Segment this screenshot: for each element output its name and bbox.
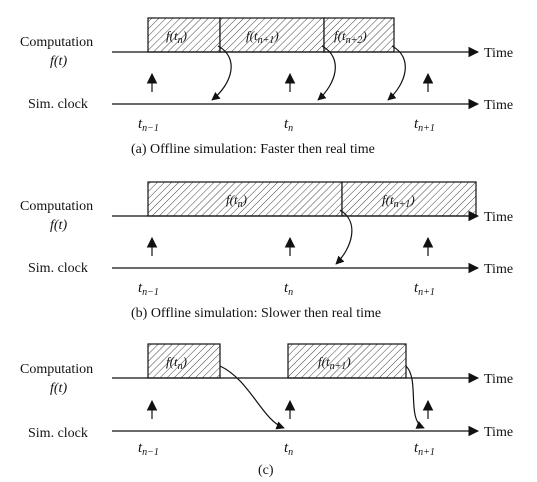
completion-arrow <box>211 45 232 101</box>
completion-arrow <box>335 209 353 265</box>
box-f-tn1 <box>219 17 325 53</box>
sim-clock-label: Sim. clock <box>28 261 88 276</box>
caption-a: (a) Offline simulation: Faster then real… <box>131 142 375 157</box>
panel-c: Computation f(t) Sim. clock f(tn) f(tn+1… <box>20 343 513 478</box>
box-label-f-tn1: f(tn+1) <box>318 354 351 372</box>
time-label: Time <box>484 46 513 61</box>
tick-label-t-prev: tn−1 <box>138 116 159 134</box>
computation-label: Computation <box>20 362 93 377</box>
completion-arrow <box>405 365 425 429</box>
tick-label-t-next: tn+1 <box>414 280 435 298</box>
tick-label-t-n: tn <box>284 440 293 458</box>
computation-fn-label: f(t) <box>50 218 67 233</box>
tick-label-t-n: tn <box>284 280 293 298</box>
panel-a: Computation f(t) Sim. clock f(tn) f(tn+1… <box>20 17 513 157</box>
box-f-tn1 <box>341 181 477 217</box>
time-label: Time <box>484 425 513 440</box>
tick-label-t-next: tn+1 <box>414 440 435 458</box>
time-label: Time <box>484 262 513 277</box>
box-label-f-tn2: f(tn+2) <box>334 28 367 46</box>
tick-label-t-prev: tn−1 <box>138 440 159 458</box>
time-label: Time <box>484 210 513 225</box>
tick-label-t-n: tn <box>284 116 293 134</box>
box-label-f-tn1: f(tn+1) <box>382 192 415 210</box>
box-label-f-tn1: f(tn+1) <box>246 28 279 46</box>
box-label-f-tn: f(tn) <box>166 28 187 46</box>
computation-label: Computation <box>20 35 93 50</box>
tick-label-t-next: tn+1 <box>414 116 435 134</box>
computation-label: Computation <box>20 199 93 214</box>
computation-fn-label: f(t) <box>50 54 67 69</box>
panel-b: Computation f(t) Sim. clock f(tn) f(tn+1… <box>20 181 513 321</box>
box-label-f-tn: f(tn) <box>226 192 247 210</box>
completion-arrow <box>387 45 406 101</box>
box-f-tn <box>147 17 221 53</box>
completion-arrow <box>219 365 285 430</box>
computation-fn-label: f(t) <box>50 381 67 396</box>
sim-clock-label: Sim. clock <box>28 426 88 441</box>
box-label-f-tn: f(tn) <box>166 354 187 372</box>
time-label: Time <box>484 98 513 113</box>
sim-clock-label: Sim. clock <box>28 97 88 112</box>
caption-b: (b) Offline simulation: Slower then real… <box>131 306 381 321</box>
tick-label-t-prev: tn−1 <box>138 280 159 298</box>
caption-c: (c) <box>258 463 274 478</box>
completion-arrow <box>317 45 336 101</box>
time-label: Time <box>484 372 513 387</box>
